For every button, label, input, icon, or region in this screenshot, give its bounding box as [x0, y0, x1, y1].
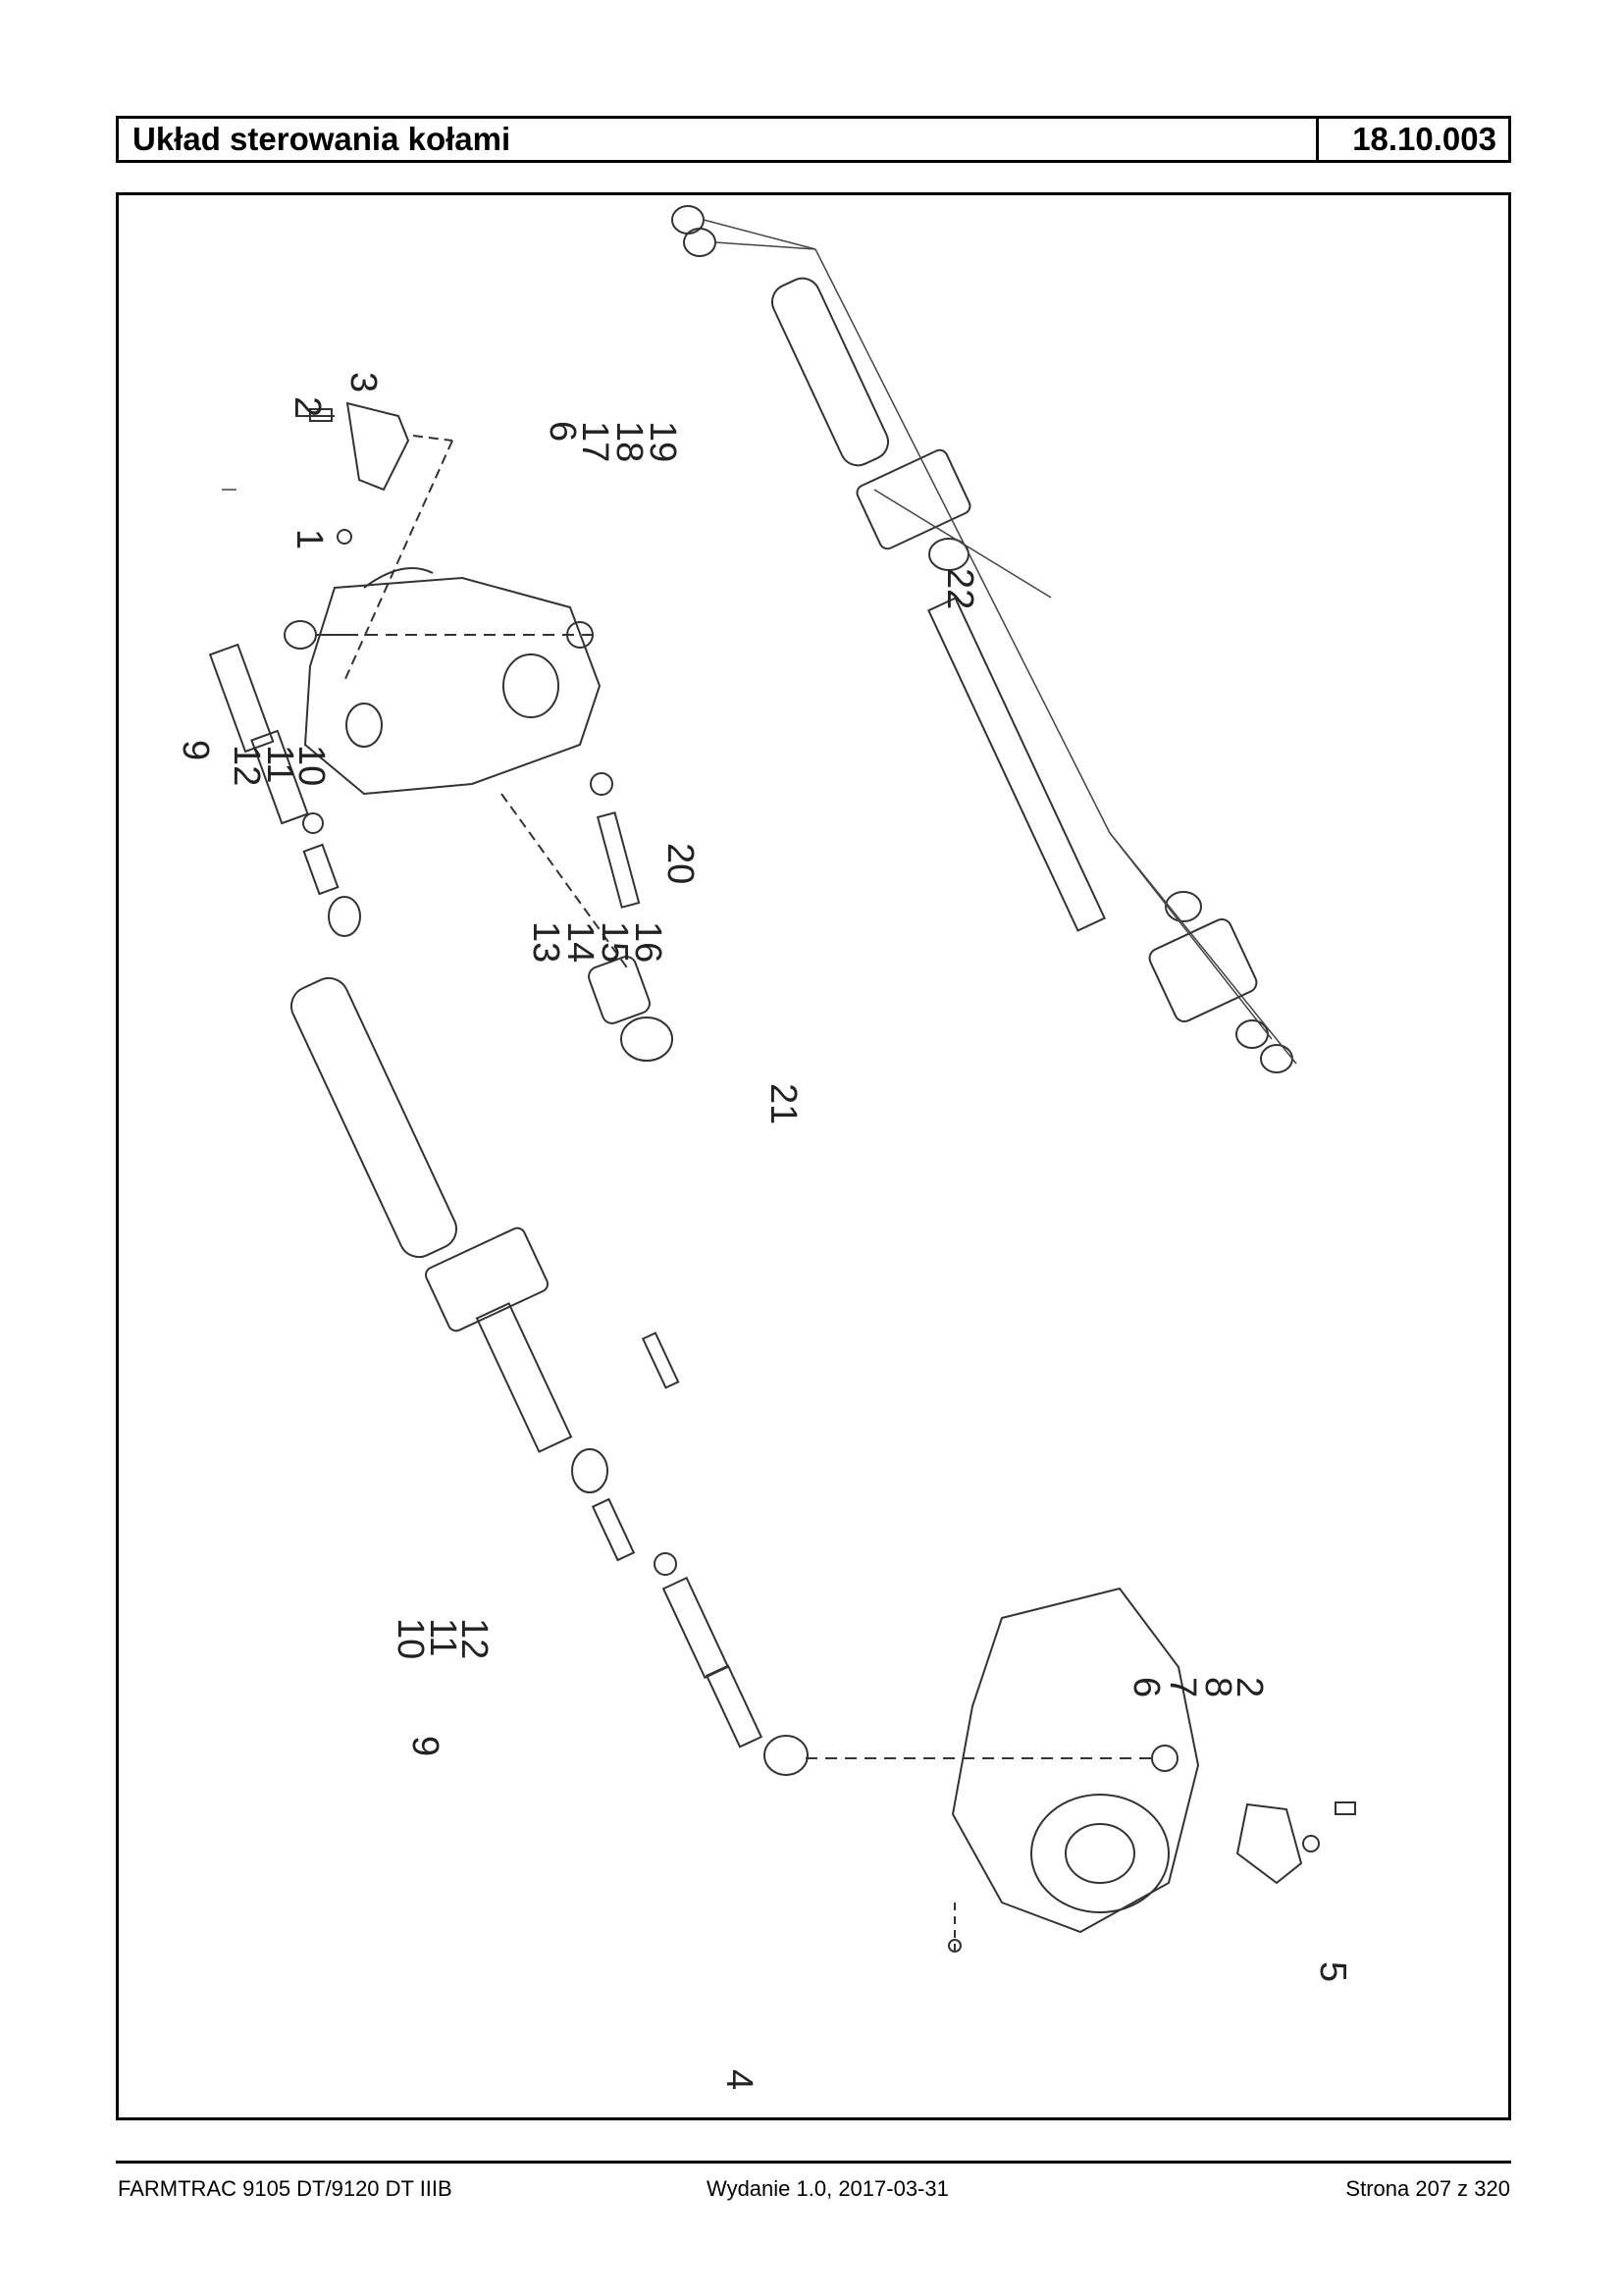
callout-16: 16 — [627, 921, 668, 963]
callout-10-lower: 10 — [390, 1618, 431, 1659]
callout-9-lower: 9 — [404, 1736, 445, 1756]
page-title: Układ sterowania kołami — [132, 121, 511, 157]
document-code: 18.10.003 — [1316, 119, 1508, 160]
page-header: Układ sterowania kołami 18.10.003 — [116, 116, 1511, 163]
callout-15: 15 — [594, 921, 635, 963]
callout-12-upper: 12 — [226, 745, 267, 786]
callout-22: 22 — [939, 568, 980, 609]
steering-housing-part — [303, 576, 602, 796]
parts-diagram-frame: 2 3 1 6 17 18 19 12 11 10 9 13 14 15 16 … — [116, 192, 1511, 2120]
diagram-lines — [208, 205, 1356, 1953]
callout-4: 4 — [718, 2069, 760, 2090]
callout-2-lower: 2 — [1229, 1677, 1270, 1697]
callout-2-upper: 2 — [287, 396, 328, 417]
callout-7: 7 — [1162, 1677, 1203, 1697]
exploded-parts-diagram: 2 3 1 6 17 18 19 12 11 10 9 13 14 15 16 … — [175, 205, 1356, 2090]
callout-19: 19 — [642, 421, 683, 462]
footer-page-number: Strona 207 z 320 — [1345, 2176, 1510, 2201]
footer-edition: Wydanie 1.0, 2017-03-31 — [707, 2176, 949, 2201]
bracket-plate-part — [345, 401, 410, 492]
callout-labels: 2 3 1 6 17 18 19 12 11 10 9 13 14 15 16 … — [175, 372, 1353, 2090]
second-cylinder-part — [771, 277, 889, 467]
cylinder-part — [289, 976, 458, 1259]
callout-18: 18 — [608, 421, 650, 462]
callout-3: 3 — [342, 372, 384, 392]
callout-17: 17 — [574, 421, 615, 462]
callout-5: 5 — [1312, 1961, 1353, 1982]
sleeve-part — [208, 643, 275, 754]
callout-12-lower: 12 — [453, 1618, 495, 1659]
footer-model: FARMTRAC 9105 DT/9120 DT IIIB — [118, 2176, 452, 2201]
callout-6-lower: 6 — [1126, 1677, 1167, 1697]
callout-11-upper: 11 — [259, 745, 300, 783]
leader-lines — [222, 219, 1297, 1065]
wheel-hub-part — [951, 1587, 1200, 1934]
callout-13: 13 — [525, 921, 566, 963]
callout-14: 14 — [559, 921, 601, 963]
footer-rule — [116, 2161, 1511, 2164]
callout-8: 8 — [1197, 1677, 1238, 1697]
callout-10-upper: 10 — [290, 745, 332, 786]
callout-20: 20 — [659, 843, 701, 884]
callout-9-upper: 9 — [175, 740, 216, 760]
ball-joint-part — [284, 620, 317, 650]
callout-21: 21 — [762, 1083, 804, 1124]
callout-6-upper: 6 — [542, 421, 583, 442]
callout-11-lower: 11 — [422, 1618, 463, 1656]
callout-1: 1 — [288, 529, 330, 549]
